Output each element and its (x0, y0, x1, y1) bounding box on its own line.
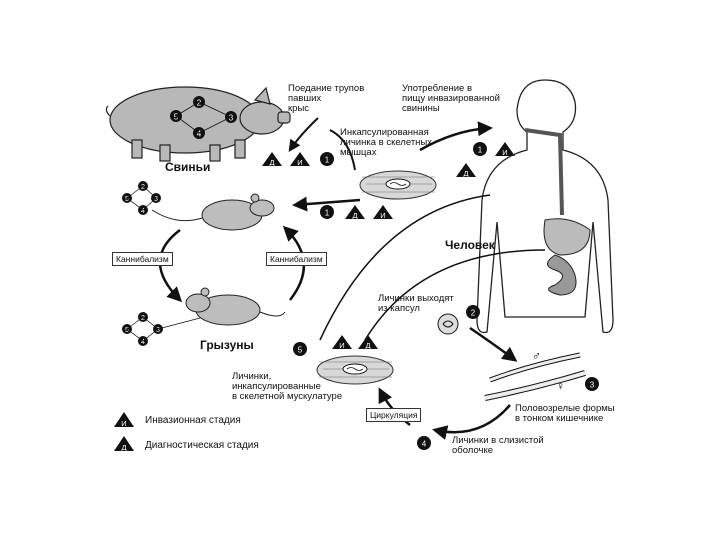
rat-bottom-marker-5: 5 (125, 327, 129, 334)
legend-infective-label: Инвазионная стадия (145, 415, 241, 426)
rat-triangle-i: И (380, 211, 385, 220)
mucosa-circle-4: 4 (422, 440, 427, 449)
rat-bottom-stage-markers: 2 5 3 4 (122, 312, 201, 346)
pig-illustration (105, 86, 291, 162)
rat-circle-1: 1 (325, 209, 330, 218)
female-symbol: ♀ (556, 379, 565, 393)
human-triangle-i: И (502, 148, 507, 157)
legend-triangle-i: И (121, 419, 126, 428)
bottom-stage-markers: 5 И Д (293, 335, 378, 356)
pig-triangle-d: Д (269, 158, 274, 167)
rat-top-marker-5: 5 (125, 196, 129, 203)
eating-rats-label: Поедание трупов павших крыс (288, 83, 365, 114)
pig-marker-3: 3 (229, 114, 234, 123)
muscle-larva-top (359, 170, 437, 200)
pig-marker-4: 4 (197, 130, 202, 139)
pig-stage-triangles: Д И 1 (262, 152, 334, 167)
rat-bottom-illustration (185, 287, 286, 326)
legend-triangle-d: Д (121, 443, 126, 452)
legend-diagnostic-label: Диагностическая стадия (145, 440, 259, 451)
rat-triangle-d: Д (352, 211, 357, 220)
pig-marker-2: 2 (197, 99, 202, 108)
rat-top-marker-4: 4 (141, 208, 145, 215)
rodents-label: Грызуны (200, 338, 254, 352)
human-triangle-d: Д (463, 169, 468, 178)
bottom-triangle-i: И (339, 341, 344, 350)
rat-top-illustration (151, 193, 275, 231)
rat-bottom-marker-4: 4 (141, 339, 145, 346)
bottom-circle-5: 5 (298, 346, 303, 355)
pigs-label: Свиньи (165, 160, 211, 174)
rat-bottom-marker-3: 3 (156, 327, 160, 334)
human-entry-markers: 1 И Д (456, 142, 515, 178)
larva-capsule-illustration: 2 (437, 305, 480, 335)
adults-circle-3: 3 (590, 381, 595, 390)
pig-triangle-i: И (297, 158, 302, 167)
larvae-mucosa-label: Личинки в слизистой оболочке (452, 435, 544, 456)
pig-stage-markers: 2 5 3 4 (170, 96, 237, 139)
circulation-label: Циркуляция (366, 408, 422, 422)
rat-top-marker-3: 3 (154, 196, 158, 203)
larvae-exit-label: Личинки выходят из капсул (378, 293, 454, 314)
mucosa-marker: 4 (417, 436, 431, 450)
rat-top-marker-2: 2 (141, 184, 145, 191)
legend-symbols: И Д (114, 412, 134, 452)
cannibalism-left-label: Каннибализм (112, 252, 173, 266)
eating-pork-label: Употребление в пищу инвазированной свини… (402, 83, 500, 114)
rat-top-stage-markers: 2 5 3 4 (122, 181, 161, 215)
human-circle-1: 1 (478, 146, 483, 155)
male-symbol: ♂ (532, 349, 541, 363)
rat-entry-markers: 1 Д И (320, 205, 393, 220)
muscle-larva-bottom (316, 355, 394, 385)
adult-forms-label: Половозрелые формы в тонком кишечнике (515, 403, 615, 424)
pig-marker-5: 5 (174, 113, 179, 122)
human-label: Человек (445, 238, 495, 252)
human-illustration (476, 79, 614, 334)
human-digestive-tract (524, 128, 591, 296)
bottom-triangle-d: Д (365, 341, 370, 350)
rat-bottom-marker-2: 2 (141, 315, 145, 322)
cannibalism-right-label: Каннибализм (266, 252, 327, 266)
pig-circle-1: 1 (325, 156, 330, 165)
encapsulated-top-label: Инкапсулированная личинка в скелетных мы… (340, 127, 432, 158)
capsule-circle-2: 2 (471, 309, 476, 318)
encapsulated-bottom-label: Личинки, инкапсулированные в скелетной м… (232, 371, 343, 402)
adult-worms-illustration: ♂ ♀ 3 (484, 349, 599, 401)
